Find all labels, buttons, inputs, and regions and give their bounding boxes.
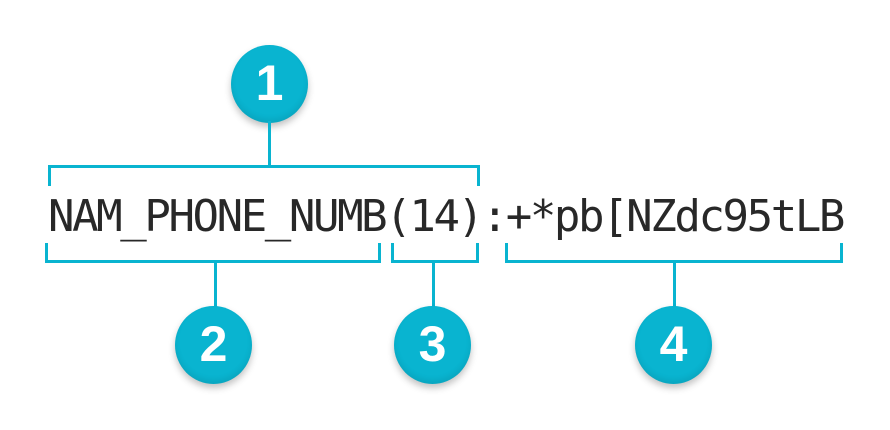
field-value-text: +*pb[NZdc95tLB [505, 191, 846, 242]
callout-3-badge: 3 [394, 306, 471, 384]
callout-3-number: 3 [418, 316, 447, 372]
bracket-field-length [391, 243, 479, 263]
bracket-field-declaration [48, 165, 480, 186]
separator-text: : [481, 191, 509, 242]
callout-2-number: 2 [199, 316, 228, 372]
bracket-field-name [45, 243, 381, 263]
callout-1-badge: 1 [231, 45, 308, 123]
callout-2-connector-line [214, 262, 217, 307]
callout-1-connector-line [268, 121, 271, 166]
callout-4-badge: 4 [635, 306, 712, 384]
field-length-text: (14) [385, 191, 484, 242]
callout-4-number: 4 [659, 316, 688, 372]
bracket-field-value [505, 243, 843, 263]
callout-1-number: 1 [255, 55, 284, 111]
callout-2-badge: 2 [175, 306, 252, 384]
callout-3-connector-line [432, 262, 435, 307]
callout-4-connector-line [673, 262, 676, 307]
field-name-text: NAM_PHONE_NUMB [48, 191, 388, 242]
code-string: NAM_PHONE_NUMB(14):+*pb[NZdc95tLB [48, 195, 845, 239]
